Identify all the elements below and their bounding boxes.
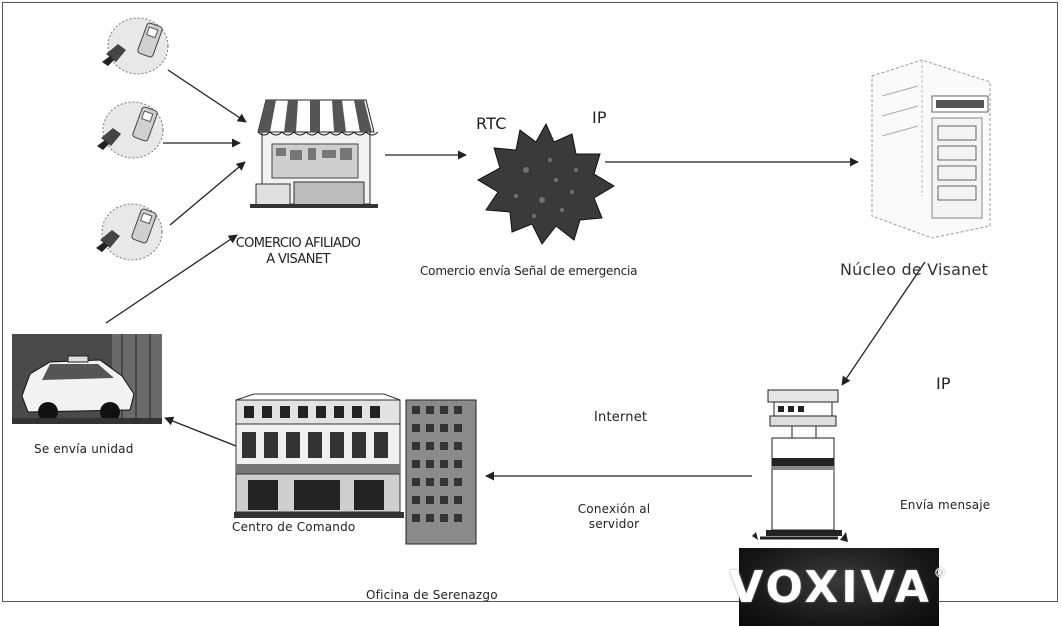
commerce-label: COMERCIO AFILIADO A VISANET xyxy=(235,236,361,267)
arrow-car-to-store xyxy=(105,234,238,324)
arrow-phone1-to-store xyxy=(167,69,247,123)
diagram-frame xyxy=(2,2,1058,602)
signal-label: Comercio envía Señal de emergencia xyxy=(420,264,638,278)
arrow-core-to-voxiva xyxy=(841,261,926,386)
mobile-phone-icon xyxy=(96,203,163,261)
storefront-icon xyxy=(250,99,379,208)
mobile-phone-icon xyxy=(97,101,164,159)
connection-label: Conexión al servidor xyxy=(577,502,651,531)
network-cloud-icon xyxy=(476,122,615,245)
ip-top-label: IP xyxy=(592,108,607,127)
send-unit-label: Se envía unidad xyxy=(34,442,134,456)
rtc-label: RTC xyxy=(476,114,507,133)
patrol-car-icon xyxy=(12,334,162,424)
sends-message-label: Envía mensaje xyxy=(900,498,991,512)
voxiva-logo: VOXIVA® xyxy=(729,548,946,626)
logo-mark: ® xyxy=(933,566,949,580)
arrow-command-to-car xyxy=(164,416,237,447)
command-label: Centro de Comando xyxy=(232,520,356,534)
mobile-phone-icon xyxy=(102,17,169,75)
server-base-icon xyxy=(752,532,848,542)
mainframe-server-icon xyxy=(871,59,991,239)
arrow-phone3-to-store xyxy=(169,161,246,226)
command-center-building-icon xyxy=(234,393,477,545)
office-label: Oficina de Serenazgo xyxy=(366,588,498,602)
internet-label: Internet xyxy=(594,410,648,425)
logo-text: VOXIVA xyxy=(729,561,932,613)
ip-right-label: IP xyxy=(936,374,951,393)
core-label: Núcleo de Visanet xyxy=(840,260,988,279)
tower-server-icon xyxy=(766,389,842,536)
